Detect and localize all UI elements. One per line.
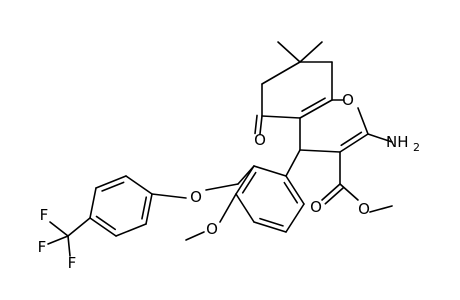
aryl-double-bond [253,221,287,233]
fluorine-label: F [68,254,77,272]
ester-carbonyl-oxygen-label: O [310,198,322,216]
bond [125,175,153,195]
benzyl-ch2-bond [205,183,239,191]
aryl-double-bond-inner [141,196,148,220]
methyl-bond [299,41,323,63]
bond [261,115,301,119]
ester-carbonyl-bond-second [324,186,345,205]
ester-methyl-bond [369,205,393,213]
aryl-double-bond [235,165,255,195]
enamine-double-bond-inner [340,131,363,147]
aryl-bond [285,149,301,177]
aryl-double-bond-inner [101,181,125,192]
bond [299,149,341,153]
ring-oxygen-label: O [342,91,354,109]
benzyl-bond [237,165,255,185]
cf-bond [67,235,71,257]
cf-bond [49,221,69,237]
bond [253,165,287,177]
fluorine-label: F [40,206,49,224]
ester-ether-oxygen-label: O [358,200,370,218]
bond [261,61,301,85]
bond [285,203,305,233]
ketone-oxygen-label: O [254,131,266,149]
amine-bond [367,133,393,143]
aryl-double-bond-inner [241,171,257,194]
aryl-double-bond-inner [95,215,117,231]
bond [89,187,97,219]
aryl-ether-bond [151,193,187,199]
aryl-double-bond-inner [259,217,284,227]
methoxy-methyl-bond [185,231,205,241]
methoxy-bond [219,193,237,223]
ketone-double-bond-second [254,114,258,135]
ketone-double-bond [259,115,263,135]
ring-double-bond [299,99,333,119]
cf-bond [47,235,69,245]
fluorine-label: F [38,238,47,256]
amine-subscript-label: 2 [413,141,420,154]
methoxy-oxygen-label: O [206,220,218,238]
aryl-double-bond [145,193,153,225]
methyl-bond [277,41,301,63]
ring-double-bond-inner [301,97,326,112]
bond [115,223,147,237]
bonds [47,41,393,257]
amine-label: NH [386,133,409,151]
cf3-bond [67,217,91,237]
bond [357,107,369,135]
ester-o-bond [339,183,359,201]
aryl-ether-oxygen-label: O [190,188,202,206]
bond [235,193,255,223]
aryl-double-bond-inner [283,181,299,204]
aryl-double-bond [89,217,117,237]
aryl-double-bond [95,175,127,189]
aryl-double-bond [285,175,305,205]
enamine-double-bond [339,133,369,153]
ester-carbonyl-bond [321,183,341,201]
